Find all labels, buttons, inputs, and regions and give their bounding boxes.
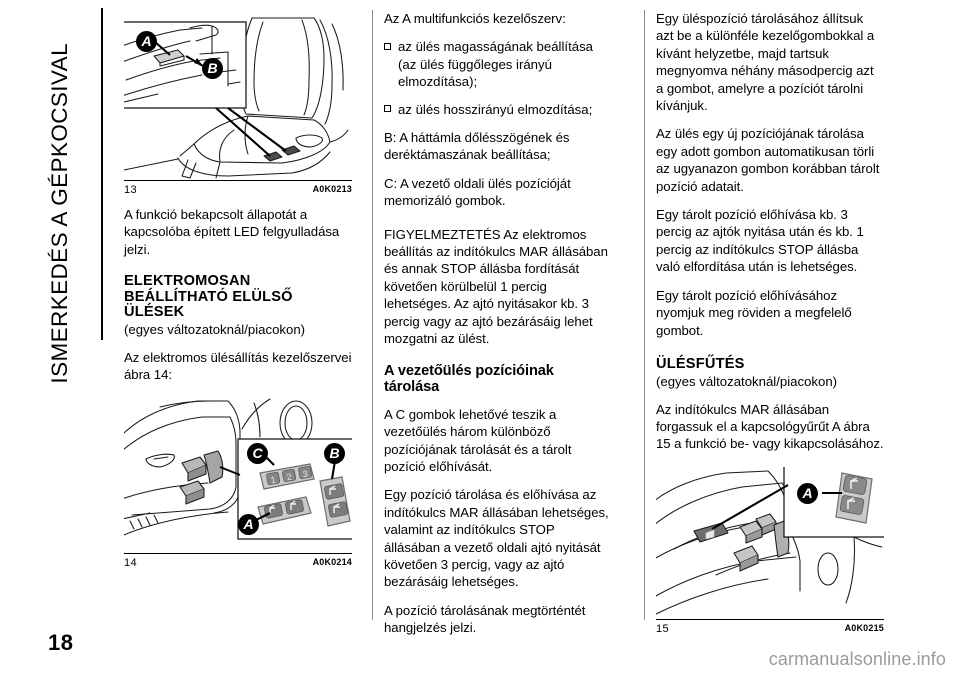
memory-button-1-label: 1 (270, 474, 277, 485)
figure-14-callout-a: A (238, 513, 259, 535)
chapter-sidebar: ISMERKEDÉS A GÉPKOCSIVAL (0, 0, 112, 678)
figure-15: A 15 A0K0215 (656, 466, 884, 637)
backrest-button-group (319, 476, 351, 527)
memory-button-2-label: 2 (286, 471, 293, 482)
figure-15-code: A0K0215 (844, 622, 884, 633)
figure-13: A B 13 A0K0213 (124, 10, 352, 198)
seat-side-controls-illustration (124, 17, 349, 179)
col2-paragraph-2: B: A háttámla dőlésszögének és deréktáma… (384, 130, 570, 163)
figure-14: 1 2 3 (124, 394, 352, 571)
figure-14-image: 1 2 3 (124, 394, 352, 553)
square-bullet-icon (384, 105, 391, 113)
figure-13-callout-a: A (136, 31, 157, 52)
figure-13-number: 13 (124, 184, 138, 196)
col2-paragraph-3: C: A vezető oldali ülés pozícióját memor… (384, 175, 571, 209)
col2-bullet-list: az ülés magasságának beállítása (az ülés… (384, 38, 612, 118)
col2-bullet-text-1: az ülés magasságának beállítása (az ülés… (398, 39, 594, 90)
column-divider-2 (644, 10, 645, 620)
square-bullet-icon (384, 42, 391, 50)
col2-paragraph-6: Egy pozíció tárolása és előhívása az ind… (384, 487, 609, 590)
memory-button-group: 1 2 3 (259, 463, 315, 490)
col1-paragraph-2: Az elektromos ülésállítás kezelőszervei … (124, 350, 352, 383)
col2-bullet-text-2: az ülés hosszirányú elmozdítása; (398, 101, 593, 117)
col3-paragraph-5: Az indítókulcs MAR állásában forgassuk e… (656, 401, 884, 452)
figure-15-callout-a: A (797, 482, 818, 504)
col3-heading-note: (egyes változatoknál/piacokon) (656, 373, 838, 389)
col3-paragraph-1: Egy üléspozíció tárolásához állítsuk azt… (656, 11, 875, 114)
col3-paragraph-4: Egy tárolt pozíció előhívásához nyomjuk … (656, 287, 852, 338)
figure-14-callout-c: C (247, 442, 268, 464)
figure-13-image: A B (124, 10, 352, 180)
seat-heating-switch-illustration (656, 466, 884, 615)
col3-paragraph-2: Az ülés egy új pozíciójának tárolása egy… (656, 126, 880, 194)
figure-14-callout-b: B (324, 442, 345, 464)
col2-bullet-item-2: az ülés hosszirányú elmozdítása; (384, 101, 612, 118)
col2-paragraph-5: A C gombok lehetővé teszik a vezetőülés … (384, 406, 572, 474)
figure-13-callout-b: B (202, 58, 223, 79)
col2-bullet-item-1: az ülés magasságának beállítása (az ülés… (384, 38, 612, 90)
figure-13-caption: 13 A0K0213 (124, 180, 352, 198)
figure-15-caption: 15 A0K0215 (656, 618, 884, 637)
figure-14-caption: 14 A0K0214 (124, 552, 352, 571)
col3-heading-seat-heating: ÜLÉSFŰTÉS (656, 355, 745, 372)
figure-14-code: A0K0214 (312, 556, 352, 567)
col2-paragraph-1: Az A multifunkciós kezelőszerv: (384, 11, 566, 26)
chapter-title-rule (101, 8, 103, 340)
col1-paragraph-1: A funkció bekapcsolt állapotát a kapcsol… (124, 207, 340, 257)
col2-heading-seat-memory: A vezetőülés pozícióinak tárolása (384, 362, 554, 396)
col2-warning-paragraph: FIGYELMEZTETÉS Az elektromos beállítás a… (384, 226, 608, 347)
figure-14-number: 14 (124, 556, 138, 569)
col2-paragraph-7: A pozíció tárolásának megtörténtét hangj… (384, 602, 586, 636)
figure-15-number: 15 (656, 622, 670, 635)
page-number: 18 (48, 630, 74, 655)
chapter-title: ISMERKEDÉS A GÉPKOCSIVAL (47, 43, 72, 384)
column-right: Egy üléspozíció tárolásához állítsuk azt… (656, 10, 884, 645)
column-left: A B 13 A0K0213 A funkció bekapcsolt álla… (124, 10, 352, 579)
column-divider-1 (372, 10, 373, 620)
column-middle: Az A multifunkciós kezelőszerv: az ülés … (384, 10, 612, 648)
site-watermark: carmanualsonline.info (768, 649, 946, 669)
seat-control-panel-illustration: 1 2 3 (124, 398, 352, 540)
figure-15-image: A (656, 466, 884, 619)
figure-13-code: A0K0213 (312, 184, 352, 194)
col3-paragraph-3: Egy tárolt pozíció előhívása kb. 3 perci… (656, 207, 864, 275)
col1-heading-note: (egyes változatoknál/piacokon) (124, 322, 306, 337)
col1-heading-electric-seats: ELEKTROMOSAN BEÁLLÍTHATÓ ELÜLSŐ ÜLÉSEK (124, 273, 293, 321)
figure-15-detail-inset (783, 466, 884, 538)
memory-button-3-label: 3 (302, 468, 309, 479)
